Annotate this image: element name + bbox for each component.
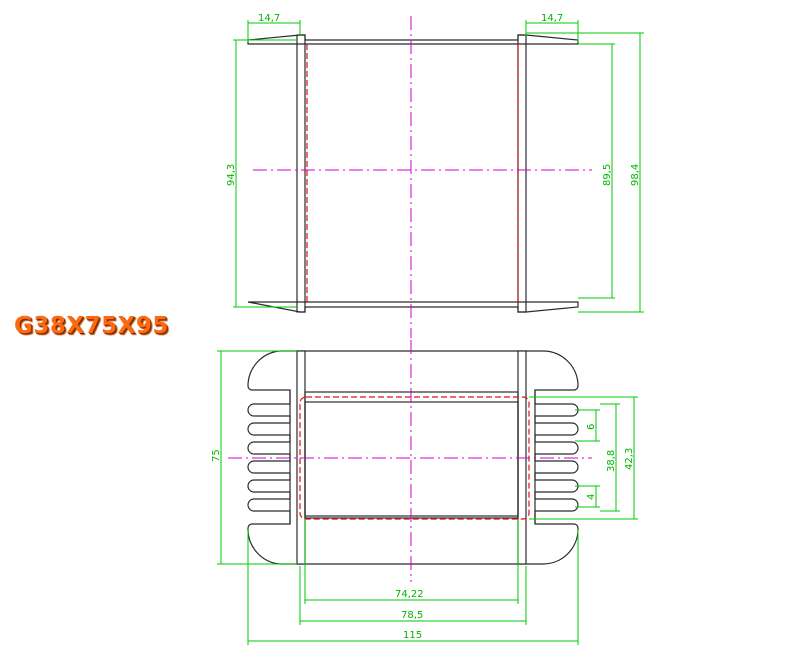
front-view xyxy=(228,340,592,582)
top-view xyxy=(247,16,592,338)
dim-width-mid: 78,5 xyxy=(401,610,423,621)
dim-inner-height: 89,5 xyxy=(602,164,613,186)
bobbin-outline xyxy=(247,350,579,565)
dim-slot-width: 6 xyxy=(586,424,597,430)
dim-top-right-flange: 14,7 xyxy=(541,13,563,24)
top-view-dimensions: 14,7 14,7 94,3 89,5 98,4 xyxy=(226,13,644,313)
dim-slot-gap: 4 xyxy=(586,494,597,500)
part-number-title: G38X75X95 xyxy=(14,313,169,339)
dim-left-height: 94,3 xyxy=(226,164,237,186)
dim-window-height: 42,3 xyxy=(624,448,635,470)
left-side-plate xyxy=(296,34,306,313)
dim-outer-height: 98,4 xyxy=(630,164,641,186)
dim-slot-span: 38,8 xyxy=(606,450,617,472)
dim-width-inner: 74,22 xyxy=(395,589,424,600)
dim-width-total: 115 xyxy=(403,630,422,641)
dim-bottom-height: 75 xyxy=(211,449,222,462)
front-view-dimensions: 75 6 4 38,8 42,3 74,22 78,5 115 xyxy=(211,350,638,645)
dim-top-left-flange: 14,7 xyxy=(258,13,280,24)
right-side-plate xyxy=(517,34,527,313)
